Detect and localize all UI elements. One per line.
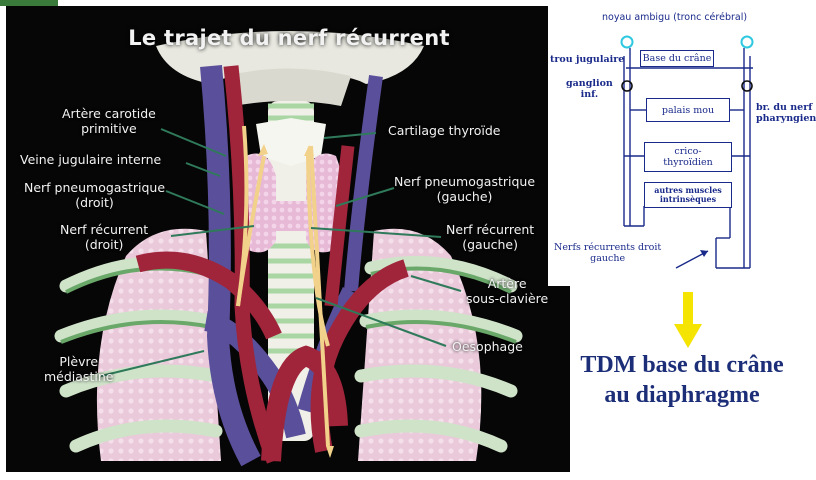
label-line: Artère carotide xyxy=(62,106,156,121)
box-palais-mou: palais mou xyxy=(646,98,730,122)
anatomy-illustration-panel: Le trajet du nerf récurrent Artère carot… xyxy=(6,6,570,472)
box-text: palais mou xyxy=(662,105,714,116)
label-nerf-recurrent-gauche: Nerf récurrent (gauche) xyxy=(446,222,534,252)
label-line: Veine jugulaire interne xyxy=(20,152,161,167)
label-line: (gauche) xyxy=(446,237,534,252)
label-line: inf. xyxy=(566,89,613,100)
box-text: intrinsèques xyxy=(660,195,716,204)
caption-line: au diaphragme xyxy=(548,380,816,410)
label-plevre-mediastine: Plèvre médiastine xyxy=(44,354,113,384)
label-noyau-ambigu: noyau ambigu (tronc cérébral) xyxy=(602,12,747,23)
label-line: Nerf pneumogastrique xyxy=(24,180,165,195)
label-line: (droit) xyxy=(24,195,165,210)
box-text: crico- xyxy=(674,146,701,157)
caption-line: TDM base du crâne xyxy=(548,350,816,380)
box-text: thyroïdien xyxy=(663,157,712,168)
illustration-title: Le trajet du nerf récurrent xyxy=(114,26,464,50)
label-line: sous-clavière xyxy=(466,291,548,306)
label-artere-sous-claviere: Artère sous-clavière xyxy=(466,276,548,306)
nerve-pathway-schematic: noyau ambigu (tronc cérébral) Base du cr… xyxy=(548,6,814,286)
label-ganglion-inf: ganglion inf. xyxy=(566,78,613,100)
label-oesophage: Oesophage xyxy=(452,339,523,354)
label-line: br. du nerf xyxy=(756,102,816,113)
box-crico-thyroidien: crico- thyroïdien xyxy=(644,142,732,172)
label-artere-carotide-primitive: Artère carotide primitive xyxy=(62,106,156,136)
label-line: Artère xyxy=(466,276,548,291)
label-line: Nerfs récurrents droit xyxy=(554,242,661,253)
label-trou-jugulaire: trou jugulaire xyxy=(550,54,624,65)
label-line: (gauche) xyxy=(394,189,535,204)
label-nerf-recurrent-droit: Nerf récurrent (droit) xyxy=(60,222,148,252)
box-autres-muscles: autres muscles intrinsèques xyxy=(644,182,732,208)
label-nerfs-recurrents: Nerfs récurrents droit gauche xyxy=(554,242,661,264)
box-text: Base du crâne xyxy=(643,53,712,64)
label-line: (droit) xyxy=(60,237,148,252)
label-line: médiastine xyxy=(44,369,113,384)
down-arrow-icon xyxy=(674,292,702,350)
label-line: Oesophage xyxy=(452,339,523,354)
label-line: Cartilage thyroïde xyxy=(388,123,500,138)
label-nerf-pneumogastrique-gauche: Nerf pneumogastrique (gauche) xyxy=(394,174,535,204)
label-line: ganglion xyxy=(566,78,613,89)
label-line: pharyngien xyxy=(756,113,816,124)
label-line: primitive xyxy=(62,121,156,136)
label-line: Plèvre xyxy=(44,354,113,369)
label-nerf-pneumogastrique-droit: Nerf pneumogastrique (droit) xyxy=(24,180,165,210)
caption-tdm: TDM base du crâne au diaphragme xyxy=(548,350,816,410)
label-line: Nerf récurrent xyxy=(60,222,148,237)
label-line: Nerf pneumogastrique xyxy=(394,174,535,189)
label-veine-jugulaire-interne: Veine jugulaire interne xyxy=(20,152,161,167)
label-line: Nerf récurrent xyxy=(446,222,534,237)
label-line: gauche xyxy=(554,253,661,264)
label-br-nerf-pharyngien: br. du nerf pharyngien xyxy=(756,102,816,124)
box-base-du-crane: Base du crâne xyxy=(640,50,714,67)
label-cartilage-thyroide: Cartilage thyroïde xyxy=(388,123,500,138)
